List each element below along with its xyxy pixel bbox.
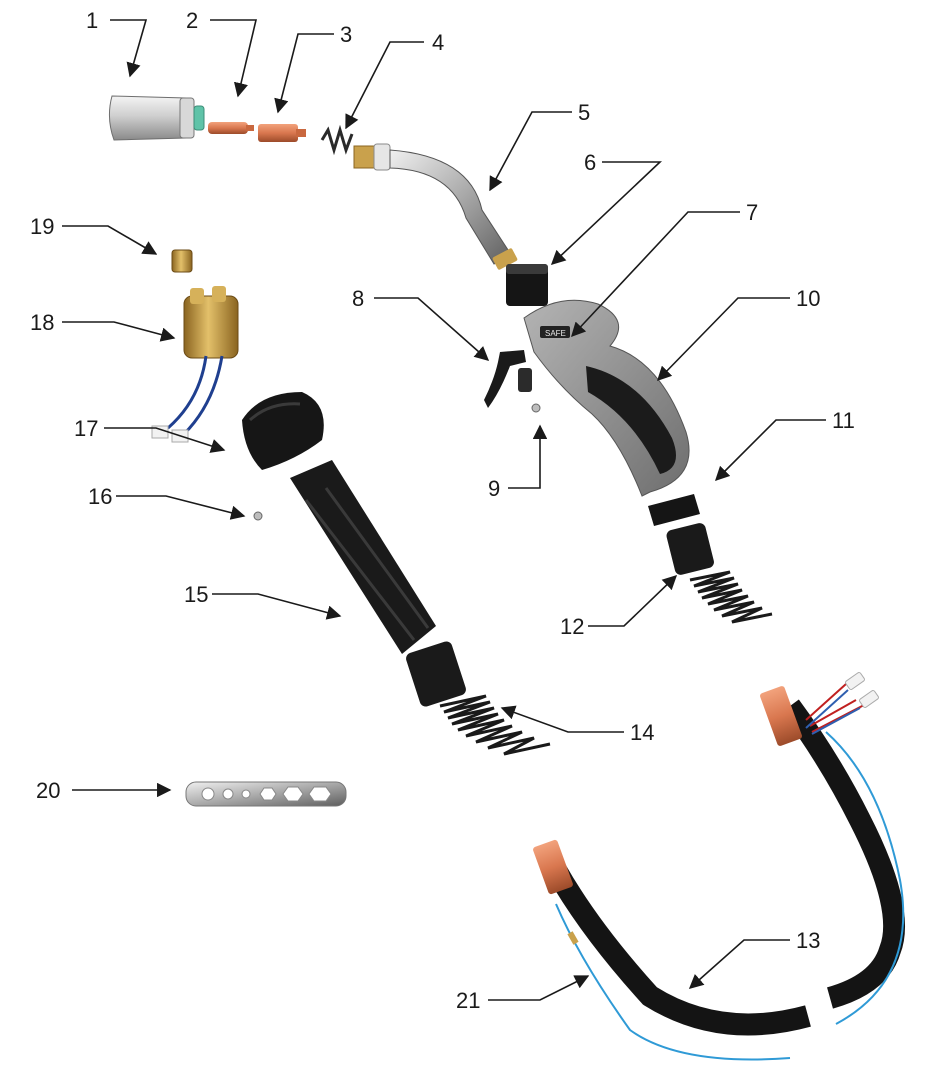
leader-18 (62, 321, 176, 342)
part-18-connector (151, 286, 239, 443)
handle-logo-text: SAFE (545, 329, 566, 338)
callout-20: 20 (36, 778, 60, 803)
leader-4 (345, 41, 424, 130)
leader-16 (116, 495, 246, 520)
callout-1: 1 (86, 8, 98, 33)
leader-5 (489, 111, 572, 192)
part-11-ring (648, 494, 700, 526)
part-14-spring (406, 641, 551, 756)
callout-9: 9 (488, 476, 500, 501)
leader-14 (500, 705, 624, 733)
callout-12: 12 (560, 614, 584, 639)
callout-16: 16 (88, 484, 112, 509)
leader-11 (714, 419, 826, 482)
part-9-screw (531, 403, 541, 413)
callout-17: 17 (74, 416, 98, 441)
leader-lines (62, 19, 826, 1001)
callout-7: 7 (746, 200, 758, 225)
callout-19: 19 (30, 214, 54, 239)
callout-numbers: 1 2 3 4 5 6 7 8 9 10 11 12 13 14 15 16 1… (30, 8, 855, 1013)
leader-10 (656, 297, 790, 382)
part-15-sleeve (290, 460, 436, 654)
part-1-nozzle (108, 95, 205, 141)
leader-3 (274, 33, 334, 114)
callout-18: 18 (30, 310, 54, 335)
part-20-wrench (185, 781, 347, 807)
callout-10: 10 (796, 286, 820, 311)
leader-12 (588, 575, 678, 627)
callout-5: 5 (578, 100, 590, 125)
leader-19 (62, 225, 158, 255)
leader-2 (210, 19, 258, 98)
leader-21 (488, 975, 590, 1001)
part-13-hose (533, 672, 906, 1036)
leader-9 (508, 424, 548, 489)
callout-6: 6 (584, 150, 596, 175)
callout-2: 2 (186, 8, 198, 33)
callout-15: 15 (184, 582, 208, 607)
part-19-brass-nut (171, 249, 193, 273)
part-17-nut (242, 392, 324, 470)
leader-6 (550, 161, 663, 265)
part-5-swan-neck (353, 143, 518, 270)
leader-15 (212, 593, 342, 620)
part-2-contact-tip (208, 122, 254, 134)
leader-17 (104, 427, 226, 453)
part-8-trigger (484, 350, 532, 408)
leader-8 (374, 297, 490, 361)
part-12-spring (666, 523, 773, 624)
callout-11: 11 (832, 408, 855, 433)
callout-21: 21 (456, 988, 480, 1013)
callout-14: 14 (630, 720, 654, 745)
part-21-cable (555, 731, 905, 1061)
callout-13: 13 (796, 928, 820, 953)
part-10-handle: SAFE (523, 299, 690, 497)
leader-13 (688, 939, 790, 989)
part-3-tip-holder (258, 124, 306, 142)
part-7-logo-plate (540, 326, 570, 338)
part-6-ring (506, 264, 548, 306)
callout-4: 4 (432, 30, 444, 55)
leader-7 (571, 211, 740, 338)
part-16-screw (253, 511, 263, 521)
callout-8: 8 (352, 286, 364, 311)
callout-3: 3 (340, 22, 352, 47)
part-4-spring (320, 124, 354, 156)
leader-1 (110, 19, 148, 78)
